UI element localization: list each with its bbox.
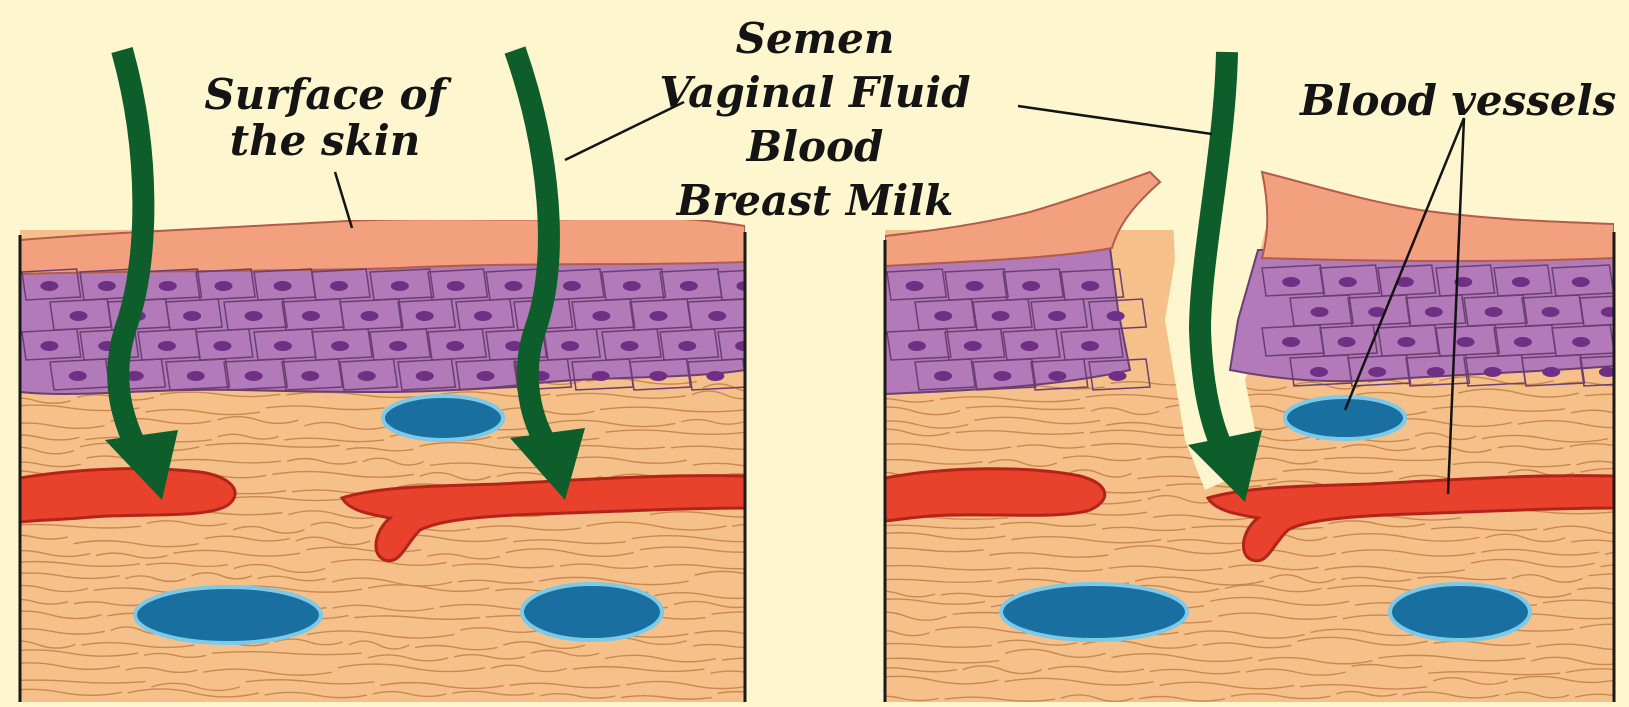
label-fluid-breast-milk: Breast Milk	[650, 174, 980, 228]
cell-nucleus	[1368, 367, 1386, 377]
cell-nucleus	[649, 371, 667, 381]
cell-nucleus	[1484, 367, 1502, 377]
vein-right-lower-2	[1390, 584, 1530, 640]
cell-nucleus	[274, 341, 292, 351]
cell-nucleus	[1081, 281, 1099, 291]
label-surface-line2: the skin	[200, 118, 450, 164]
cell-nucleus	[1282, 277, 1300, 287]
cell-nucleus	[1020, 341, 1038, 351]
cell-nucleus	[187, 371, 205, 381]
cell-nucleus	[1542, 307, 1560, 317]
vein-left-lower-2	[522, 584, 662, 640]
cell-nucleus	[1512, 277, 1530, 287]
cell-nucleus	[215, 281, 233, 291]
cell-nucleus	[621, 341, 639, 351]
cell-nucleus	[1022, 281, 1040, 291]
label-fluid-blood: Blood	[650, 120, 980, 174]
cell-nucleus	[966, 281, 984, 291]
cell-nucleus	[416, 371, 434, 381]
cell-nucleus	[360, 311, 378, 321]
cell-nucleus	[908, 341, 926, 351]
cell-nucleus	[678, 341, 696, 351]
cell-nucleus	[1282, 337, 1300, 347]
vein-right-lower-1	[1001, 584, 1187, 640]
cell-nucleus	[592, 371, 610, 381]
cell-nucleus	[708, 311, 726, 321]
cell-nucleus	[1048, 371, 1066, 381]
cell-nucleus	[301, 371, 319, 381]
cell-nucleus	[1457, 337, 1475, 347]
cell-nucleus	[1572, 337, 1590, 347]
cell-nucleus	[330, 281, 348, 291]
cell-nucleus	[447, 281, 465, 291]
cell-nucleus	[964, 341, 982, 351]
cell-nucleus	[1397, 337, 1415, 347]
cell-nucleus	[1311, 307, 1329, 317]
cell-nucleus	[680, 281, 698, 291]
cell-nucleus	[706, 371, 724, 381]
cell-nucleus	[1048, 311, 1066, 321]
cell-nucleus	[245, 311, 263, 321]
cell-nucleus	[1542, 367, 1560, 377]
cell-nucleus	[623, 281, 641, 291]
cell-nucleus	[1514, 337, 1532, 347]
vein-right-upper	[1285, 397, 1405, 439]
cell-nucleus	[1427, 367, 1445, 377]
label-surface-line1: Surface of	[200, 72, 450, 118]
leader-fluids-right	[1018, 106, 1212, 134]
cell-nucleus	[158, 341, 176, 351]
cell-nucleus	[1081, 341, 1099, 351]
cell-nucleus	[934, 311, 952, 321]
cell-nucleus	[389, 341, 407, 351]
label-fluid-semen: Semen	[650, 12, 980, 66]
label-body-fluids: Semen Vaginal Fluid Blood Breast Milk	[650, 12, 980, 228]
cell-nucleus	[934, 371, 952, 381]
cell-nucleus	[592, 311, 610, 321]
cell-nucleus	[183, 311, 201, 321]
cell-nucleus	[563, 281, 581, 291]
cell-nucleus	[1109, 371, 1127, 381]
vein-left-upper	[383, 396, 503, 440]
cell-nucleus	[446, 341, 464, 351]
cell-nucleus	[69, 371, 87, 381]
artery-right-1	[885, 469, 1105, 521]
cell-nucleus	[649, 311, 667, 321]
cell-nucleus	[1107, 311, 1125, 321]
leader-surface	[335, 172, 352, 228]
cell-nucleus	[992, 311, 1010, 321]
cell-nucleus	[1572, 277, 1590, 287]
cell-nucleus	[40, 281, 58, 291]
cell-nucleus	[1425, 307, 1443, 317]
cell-nucleus	[561, 341, 579, 351]
cell-nucleus	[331, 341, 349, 351]
cell-nucleus	[1338, 337, 1356, 347]
cell-nucleus	[98, 281, 116, 291]
cell-nucleus	[474, 311, 492, 321]
cell-nucleus	[391, 281, 409, 291]
cell-nucleus	[70, 311, 88, 321]
cell-nucleus	[1310, 367, 1328, 377]
stratum-corneum-right-b	[1262, 172, 1614, 261]
cell-nucleus	[993, 371, 1011, 381]
cell-nucleus	[358, 371, 376, 381]
cell-nucleus	[1601, 307, 1619, 317]
cell-nucleus	[477, 371, 495, 381]
cell-nucleus	[213, 341, 231, 351]
cell-nucleus	[1339, 277, 1357, 287]
cell-nucleus	[1485, 307, 1503, 317]
cell-nucleus	[416, 311, 434, 321]
cell-nucleus	[906, 281, 924, 291]
cell-nucleus	[274, 281, 292, 291]
label-surface-of-skin: Surface of the skin	[200, 72, 450, 164]
label-fluid-vaginal: Vaginal Fluid	[650, 66, 980, 120]
cell-nucleus	[245, 371, 263, 381]
cell-nucleus	[159, 281, 177, 291]
cell-nucleus	[302, 311, 320, 321]
cell-nucleus	[40, 341, 58, 351]
dermis-fiber	[732, 523, 877, 530]
label-blood-vessels: Blood vessels	[1300, 78, 1629, 124]
cell-nucleus	[505, 281, 523, 291]
vein-left-lower-1	[135, 587, 321, 643]
